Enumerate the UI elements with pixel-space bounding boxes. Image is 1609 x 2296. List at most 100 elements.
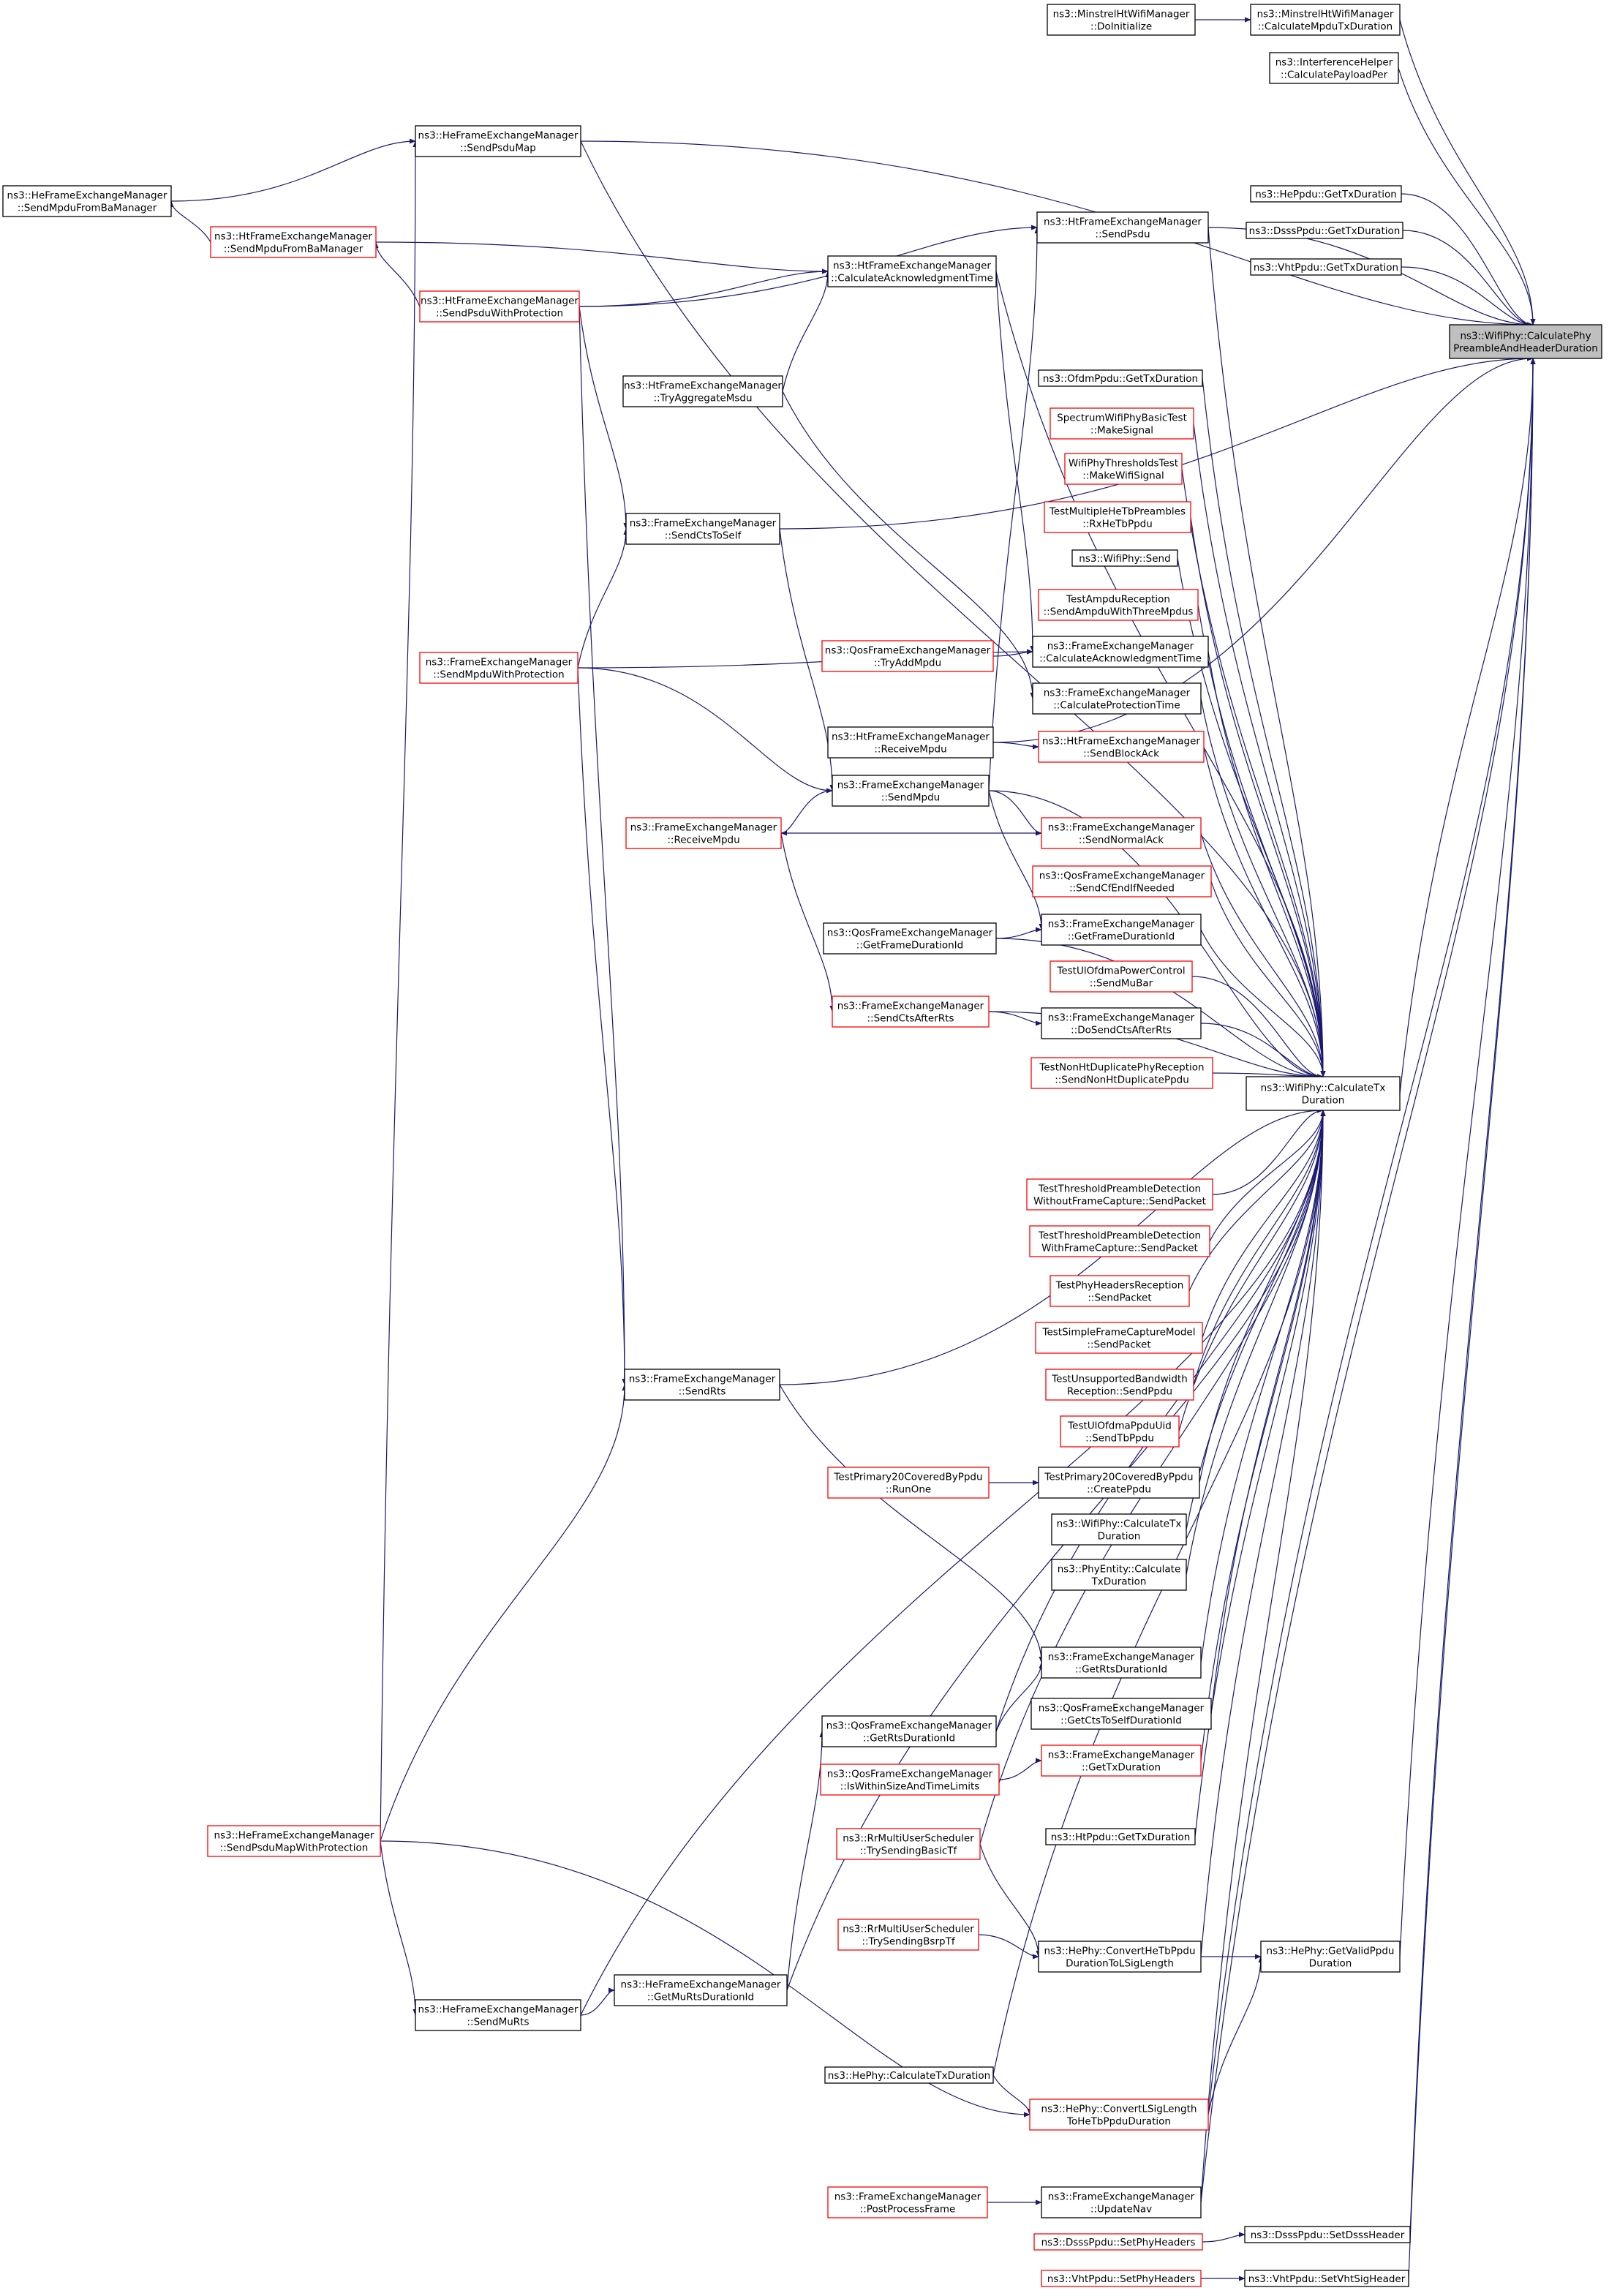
node-ht_sendpsdu[interactable]: ns3::HtFrameExchangeManager::SendPsdu (1036, 211, 1209, 244)
node-unsupbw_send[interactable]: TestUnsupportedBandwidthReception::SendP… (1045, 1369, 1194, 1401)
node-qos_iswithin[interactable]: ns3::QosFrameExchangeManager::IsWithinSi… (820, 1764, 1000, 1796)
node-label: DurationToLSigLength (1066, 1958, 1174, 1970)
node-fem_calcprot[interactable]: ns3::FrameExchangeManager::CalculateProt… (1032, 682, 1202, 715)
node-thr_without[interactable]: TestThresholdPreambleDetectionWithoutFra… (1026, 1178, 1213, 1211)
node-ht_calcack[interactable]: ns3::HtFrameExchangeManager::CalculateAc… (827, 255, 997, 287)
node-interf[interactable]: ns3::InterferenceHelper::CalculatePayloa… (1269, 52, 1399, 84)
node-he_getmurtsdur[interactable]: ns3::HeFrameExchangeManager::GetMuRtsDur… (614, 1974, 788, 2006)
edge-hephy_calctx-to-hephy_convlsig (992, 2074, 1033, 2115)
node-dsss_setphy[interactable]: ns3::DsssPpdu::SetPhyHeaders (1033, 2233, 1203, 2251)
node-dsss_setdsss[interactable]: ns3::DsssPpdu::SetDsssHeader (1244, 2226, 1411, 2243)
node-he_sendmurts[interactable]: ns3::HeFrameExchangeManager::SendMuRts (415, 1999, 581, 2031)
node-ht_sendblockack[interactable]: ns3::HtFrameExchangeManager::SendBlockAc… (1038, 731, 1205, 763)
node-ht_tryaggmsdu[interactable]: ns3::HtFrameExchangeManager::TryAggregat… (622, 375, 783, 407)
edge-fem_sendmpdu-to-ht_sendpsdu (988, 227, 1040, 791)
node-label: ::SendCfEndIfNeeded (1069, 883, 1175, 895)
node-fem_postprocess[interactable]: ns3::FrameExchangeManager::PostProcessFr… (827, 2186, 988, 2218)
node-box (1041, 2270, 1202, 2287)
node-heppdu_gettx[interactable]: ns3::HePpdu::GetTxDuration (1250, 185, 1402, 203)
node-box (827, 255, 997, 287)
node-label: ns3::VhtPpdu::SetVhtSigHeader (1248, 2273, 1406, 2285)
node-fem_sendmpdu[interactable]: ns3::FrameExchangeManager::SendMpdu (832, 775, 990, 807)
node-fem_gettxdur[interactable]: ns3::FrameExchangeManager::GetTxDuration (1041, 1744, 1202, 1777)
node-box (625, 817, 782, 849)
node-label: ns3::HtFrameExchangeManager (1044, 217, 1202, 228)
node-box (823, 922, 997, 955)
node-p20_createppdu[interactable]: TestPrimary20CoveredByPpdu::CreatePpdu (1038, 1467, 1200, 1499)
node-box (207, 1825, 381, 1857)
node-box (1038, 731, 1205, 763)
node-fem_sendmpduwithprot[interactable]: ns3::FrameExchangeManager::SendMpduWithP… (419, 652, 579, 684)
node-box (415, 1999, 581, 2031)
edge-fem_sendnormalack-to-calctx (1200, 832, 1326, 1077)
node-rr_bsrptf[interactable]: ns3::RrMultiUserScheduler::TrySendingBsr… (837, 1919, 979, 1951)
node-dsssppdu_gettx[interactable]: ns3::DsssPpdu::GetTxDuration (1246, 222, 1403, 239)
node-fem_sendnormalack[interactable]: ns3::FrameExchangeManager::SendNormalAck (1041, 817, 1202, 849)
node-calctx[interactable]: ns3::WifiPhy::CalculateTxDuration (1246, 1076, 1401, 1111)
node-label: ::CreatePpdu (1087, 1484, 1151, 1496)
node-label: ns3::WifiPhy::CalculateTx (1057, 1518, 1182, 1530)
node-label: ::SendPacket (1088, 1292, 1151, 1304)
node-ofdm_gettx[interactable]: ns3::OfdmPpdu::GetTxDuration (1038, 369, 1203, 387)
node-he_sendmpdufromba[interactable]: ns3::HeFrameExchangeManager::SendMpduFro… (2, 185, 172, 217)
node-fem_calcack[interactable]: ns3::FrameExchangeManager::CalculateAckn… (1032, 636, 1209, 668)
node-qos_getctstoselfdur[interactable]: ns3::QosFrameExchangeManager::GetCtsToSe… (1030, 1698, 1212, 1730)
node-phyentity_calctx[interactable]: ns3::PhyEntity::CalculateTxDuration (1051, 1559, 1187, 1591)
node-simplecapture_send[interactable]: TestSimpleFrameCaptureModel::SendPacket (1035, 1322, 1203, 1354)
node-qos_getframedur[interactable]: ns3::QosFrameExchangeManager::GetFrameDu… (823, 922, 997, 955)
node-he_sendpsdumap[interactable]: ns3::HeFrameExchangeManager::SendPsduMap (415, 125, 581, 157)
node-minstrel_init[interactable]: ns3::MinstrelHtWifiManager::DoInitialize (1047, 4, 1196, 36)
node-label: TestPrimary20CoveredByPpdu (1044, 1472, 1193, 1483)
node-ulofdma_sendmubar[interactable]: TestUlOfdmaPowerControl::SendMuBar (1050, 960, 1193, 993)
edge-fem_sendmpdu-to-fem_getframedur (988, 790, 1044, 930)
node-spectrum_makesignal[interactable]: SpectrumWifiPhyBasicTest::MakeSignal (1050, 407, 1194, 440)
node-hephy_calctx[interactable]: ns3::HePhy::CalculateTxDuration (824, 2066, 994, 2084)
edge-simplecapture_send-to-calctx (1202, 1110, 1326, 1339)
node-p20_runone[interactable]: TestPrimary20CoveredByPpdu::RunOne (827, 1467, 990, 1499)
node-box (1035, 1322, 1203, 1354)
node-label: ns3::HePhy::CalculateTxDuration (828, 2070, 990, 2082)
node-fem_receivempdu[interactable]: ns3::FrameExchangeManager::ReceiveMpdu (625, 817, 782, 849)
edge-ofdm_gettx-to-calctx (1202, 377, 1326, 1077)
node-fem_getframedur[interactable]: ns3::FrameExchangeManager::GetFrameDurat… (1041, 914, 1202, 946)
node-hephy_convhetb[interactable]: ns3::HePhy::ConvertHeTbPpduDurationToLSi… (1038, 1941, 1202, 1973)
node-fem_sendctstoself[interactable]: ns3::FrameExchangeManager::SendCtsToSelf (625, 513, 780, 545)
node-ht_sendpsduwithprot[interactable]: ns3::HtFrameExchangeManager::SendPsduWit… (419, 290, 580, 323)
node-label: ns3::HeFrameExchangeManager (418, 2004, 579, 2016)
node-thr_with[interactable]: TestThresholdPreambleDetectionWithFrameC… (1029, 1225, 1210, 1257)
node-fem_sendctsafterrts[interactable]: ns3::FrameExchangeManager::SendCtsAfterR… (832, 995, 990, 1028)
node-qos_getrtsdur[interactable]: ns3::QosFrameExchangeManager::GetRtsDura… (821, 1715, 997, 1747)
node-vhtppdu_gettx[interactable]: ns3::VhtPpdu::GetTxDuration (1250, 258, 1402, 276)
node-fem_sendrts[interactable]: ns3::FrameExchangeManager::SendRts (624, 1369, 780, 1401)
node-vht_setphy[interactable]: ns3::VhtPpdu::SetPhyHeaders (1041, 2270, 1202, 2287)
node-qos_tryaddmpdu[interactable]: ns3::QosFrameExchangeManager::TryAddMpdu (821, 640, 994, 672)
node-multihetb_rx[interactable]: TestMultipleHeTbPreambles::RxHeTbPpdu (1044, 501, 1191, 533)
node-vht_setvhtsig[interactable]: ns3::VhtPpdu::SetVhtSigHeader (1244, 2270, 1409, 2287)
node-ht_sendmpdufromba[interactable]: ns3::HtFrameExchangeManager::SendMpduFro… (210, 226, 377, 258)
node-htppdu_gettx[interactable]: ns3::HtPpdu::GetTxDuration (1045, 1828, 1196, 1845)
node-ampdu_sendthree[interactable]: TestAmpduReception::SendAmpduWithThreeMp… (1038, 589, 1199, 621)
node-nonht_send[interactable]: TestNonHtDuplicatePhyReception::SendNonH… (1030, 1057, 1213, 1089)
node-wifiphy_calctx2[interactable]: ns3::WifiPhy::CalculateTxDuration (1051, 1513, 1187, 1546)
node-wifiphy_send[interactable]: ns3::WifiPhy::Send (1071, 549, 1178, 567)
node-label: ::GetRtsDurationId (863, 1733, 955, 1744)
node-he_sendpsdumapwithprot[interactable]: ns3::HeFrameExchangeManager::SendPsduMap… (207, 1825, 381, 1857)
node-thresholds_makesignal[interactable]: WifiPhyThresholdsTest::MakeWifiSignal (1064, 453, 1183, 485)
node-hephy_convlsig[interactable]: ns3::HePhy::ConvertLSigLengthToHeTbPpduD… (1029, 2099, 1209, 2131)
node-fem_updatenav[interactable]: ns3::FrameExchangeManager::UpdateNav (1041, 2186, 1202, 2218)
node-fem_getrtsdur[interactable]: ns3::FrameExchangeManager::GetRtsDuratio… (1041, 1646, 1202, 1679)
node-rr_basictf[interactable]: ns3::RrMultiUserScheduler::TrySendingBas… (836, 1828, 981, 1860)
node-ht_receivempdu[interactable]: ns3::HtFrameExchangeManager::ReceiveMpdu (827, 726, 994, 759)
node-box (1030, 1698, 1212, 1730)
node-label: ::SendPsduMapWithProtection (220, 1843, 369, 1854)
node-label: ::IsWithinSizeAndTimeLimits (840, 1781, 980, 1793)
node-label: ::GetCtsToSelfDurationId (1060, 1715, 1182, 1727)
node-qos_sendcfend[interactable]: ns3::QosFrameExchangeManager::SendCfEndI… (1032, 865, 1212, 897)
node-ulofdmauid_send[interactable]: TestUlOfdmaPpduUid::SendTbPpdu (1060, 1415, 1180, 1448)
node-fem_dosendctsafterrts[interactable]: ns3::FrameExchangeManager::DoSendCtsAfte… (1041, 1007, 1202, 1039)
node-root[interactable]: ns3::WifiPhy::CalculatePhyPreambleAndHea… (1449, 324, 1602, 359)
node-minstrel_mpdu[interactable]: ns3::MinstrelHtWifiManager::CalculateMpd… (1250, 4, 1401, 36)
node-phyheaders_send[interactable]: TestPhyHeadersReception::SendPacket (1050, 1275, 1190, 1307)
node-label: ::GetRtsDurationId (1075, 1664, 1167, 1676)
